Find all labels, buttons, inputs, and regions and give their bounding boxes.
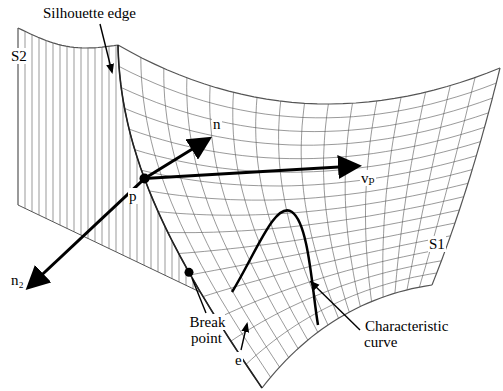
vector-label: n: [212, 116, 222, 132]
mesh-line: [125, 108, 489, 145]
mesh-line: [366, 101, 377, 302]
hatch-line: [74, 47, 75, 232]
hatch-line: [172, 241, 173, 279]
hatch-line: [102, 47, 103, 245]
curve-label: e: [234, 352, 243, 368]
mesh-line: [419, 78, 475, 288]
normal-vector: [144, 140, 207, 179]
hatch-line: [158, 211, 159, 272]
hatch-line: [81, 48, 82, 235]
mesh-line: [119, 66, 496, 117]
silhouette-edge: [118, 45, 262, 388]
mesh-line: [158, 183, 468, 215]
vector-label: n₂: [10, 272, 25, 288]
hatch-line: [123, 100, 124, 256]
hatch-line: [46, 41, 47, 219]
mesh: [18, 28, 500, 388]
hatch-line: [95, 48, 96, 242]
break-point-dot: [184, 268, 193, 277]
hatch-line: [88, 48, 89, 239]
normal-vector: [30, 179, 144, 286]
callout-label: Break point: [176, 314, 238, 346]
leader-line: [100, 24, 112, 72]
mesh-line: [407, 86, 450, 290]
mesh-line: [142, 156, 477, 186]
hatch-line: [144, 177, 145, 265]
label-text: Silhouette edge: [42, 5, 137, 21]
mesh-line: [324, 104, 350, 312]
view-vector: [144, 166, 356, 179]
label-text: Characteristic curve: [364, 318, 448, 350]
mesh-line: [18, 205, 200, 292]
leader-line: [241, 324, 247, 350]
label-text: n: [212, 116, 222, 132]
hatch-line: [60, 45, 61, 225]
mesh-line: [118, 45, 500, 104]
label-text: S1: [428, 236, 446, 252]
leader-line: [192, 278, 206, 313]
mesh-line: [191, 223, 456, 275]
mesh-line: [301, 103, 338, 318]
mesh-line: [345, 103, 360, 306]
hatch-line: [109, 46, 110, 248]
label-text: p: [128, 188, 138, 204]
surface-label: S1: [428, 236, 446, 252]
callout-label: Characteristic curve: [364, 318, 468, 350]
hatch-line: [137, 157, 138, 262]
mesh-line: [432, 68, 500, 285]
hatch-line: [39, 38, 40, 215]
mesh-line: [383, 97, 401, 297]
hatch-line: [67, 46, 68, 228]
label-text: Break point: [189, 314, 226, 346]
hatch-line: [53, 43, 54, 222]
characteristic-curve: [232, 210, 318, 325]
leader-line: [311, 282, 360, 330]
label-text: e: [234, 352, 243, 368]
point-label: p: [128, 188, 138, 204]
label-text: n₂: [10, 272, 25, 288]
mesh-line: [256, 98, 318, 333]
label-text: S2: [10, 48, 28, 64]
mesh-line: [179, 210, 460, 254]
hatch-line: [151, 195, 152, 269]
hatch-line: [32, 35, 33, 212]
hatch-line: [165, 226, 166, 275]
vectors: [30, 140, 356, 313]
mesh-line: [262, 285, 432, 388]
surface-label: S2: [10, 48, 28, 64]
mesh-line: [121, 88, 492, 132]
point: [139, 174, 149, 184]
mesh-line: [210, 86, 298, 349]
vector-label: vₚ: [360, 170, 376, 186]
hatch-line: [179, 254, 180, 282]
callout-label: Silhouette edge: [42, 5, 137, 21]
mesh-line: [164, 68, 280, 367]
mesh-line: [395, 92, 426, 293]
hatch-line: [116, 45, 117, 252]
label-text: vₚ: [360, 170, 376, 186]
